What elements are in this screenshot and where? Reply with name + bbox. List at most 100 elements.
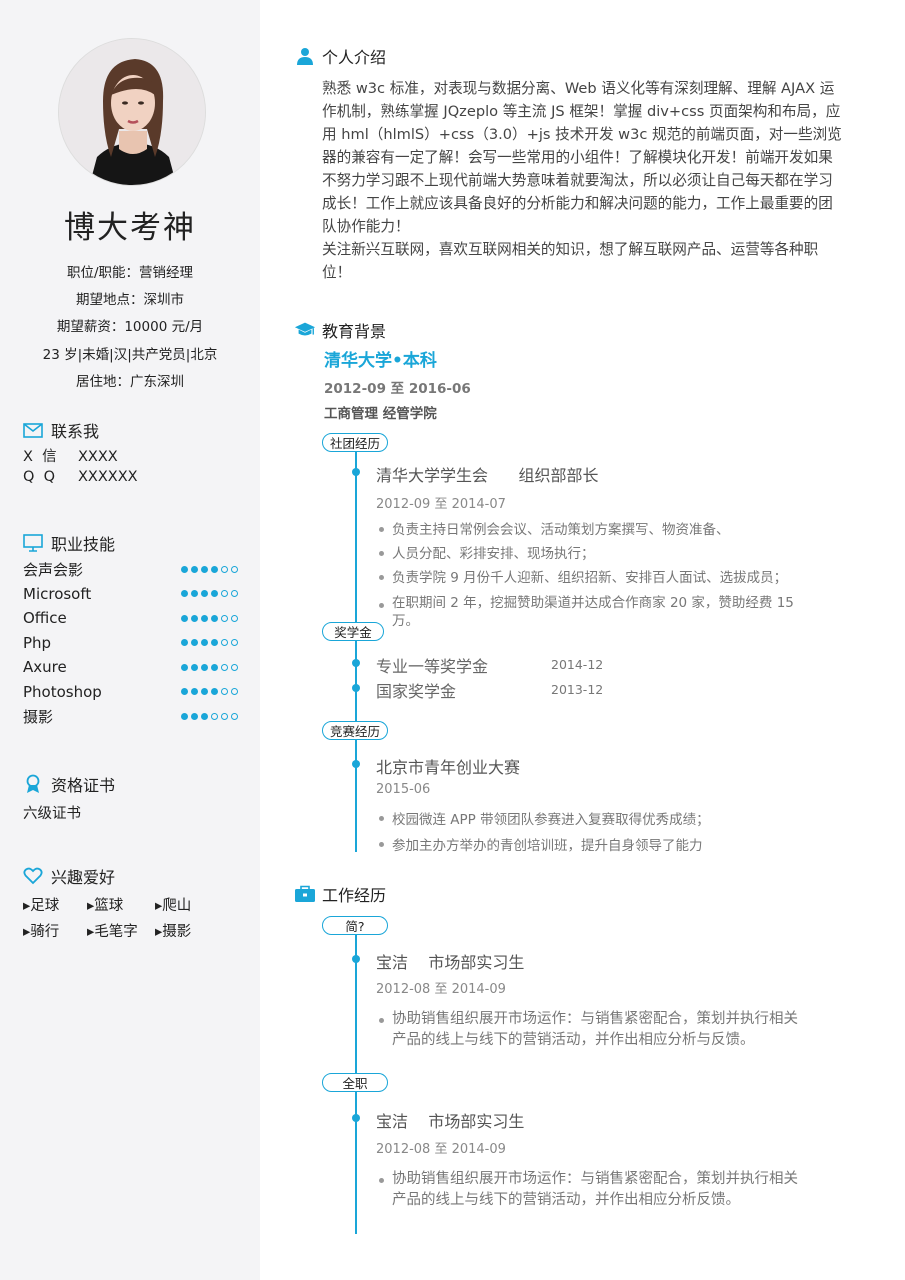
heart-icon [22, 866, 44, 886]
work-title-0: 宝洁 市场部实习生 [376, 953, 525, 972]
skill-dot [211, 663, 218, 671]
contest-bullets: 校园微连 APP 带领团队参赛进入复赛取得优秀成绩； 参加主办方举办的青创培训班… [376, 807, 806, 859]
monitor-icon [22, 533, 44, 553]
hobbies-title: 兴趣爱好 [51, 868, 116, 887]
qq-value: XXXXXX [78, 469, 138, 485]
hobby-item: ▸篮球 [87, 898, 124, 914]
skill-dot [211, 688, 218, 695]
edu-school: 清华大学•本科 [324, 351, 437, 371]
skill-row: Office [23, 607, 238, 629]
work-label: 全职 [322, 1073, 388, 1092]
sidebar: 博大考神 职位/职能：营销经理 期望地点：深圳市 期望薪资：10000 元/月 … [0, 0, 260, 1280]
certificate-item: 六级证书 [23, 806, 81, 822]
skill-dot [231, 688, 238, 695]
hobby-item: ▸毛笔字 [87, 924, 138, 940]
skill-dot [231, 639, 238, 646]
timeline-node [352, 1114, 360, 1122]
skill-name: Office [23, 609, 67, 627]
education-timeline-line [355, 444, 357, 852]
skill-name: 摄影 [23, 707, 54, 726]
work-title: 工作经历 [322, 886, 387, 905]
skills-heading: 职业技能 [22, 531, 115, 555]
skill-dot [231, 614, 238, 622]
hobby-item: ▸骑行 [23, 924, 60, 940]
skill-level-dots [181, 688, 238, 695]
skill-dot [231, 590, 238, 597]
person-icon [294, 46, 316, 66]
intro-title: 个人介绍 [322, 48, 387, 67]
contact-heading: 联系我 [22, 418, 99, 442]
skill-dot [191, 590, 198, 597]
skill-dot [191, 712, 198, 720]
skill-dot [181, 639, 188, 646]
intro-paragraph: 关注新兴互联网，喜欢互联网相关的知识，想了解互联网产品、运营等各种职位！ [322, 241, 819, 281]
skill-name: Axure [23, 658, 67, 676]
skill-dot [181, 614, 188, 622]
work-title-1: 宝洁 市场部实习生 [376, 1112, 525, 1131]
skill-name: Php [23, 633, 52, 652]
scholarship-name: 国家奖学金 [376, 682, 457, 701]
skill-level-dots [181, 565, 238, 573]
skill-row: Photoshop [23, 681, 238, 703]
skill-dot [191, 614, 198, 622]
skill-dot [211, 712, 218, 720]
skill-dot [201, 639, 208, 646]
info-personal: 23 岁|未婚|汉|共产党员|北京 [42, 346, 218, 363]
hobby-item: ▸足球 [23, 898, 60, 914]
bullet-item: 负责主持日常例会会议、活动策划方案撰写、物资准备、 [376, 518, 806, 542]
scholarship-name: 专业一等奖学金 [376, 657, 489, 676]
work-bullets-0: 协助销售组织展开市场运作：与销售紧密配合，策划并执行相关产品的线上与线下的营销活… [376, 1009, 812, 1051]
skill-dot [221, 639, 228, 646]
club-bullets: 负责主持日常例会会议、活动策划方案撰写、物资准备、 人员分配、彩排安排、现场执行… [376, 518, 806, 630]
skill-dot [211, 614, 218, 622]
skill-dot [181, 590, 188, 597]
bullet-item: 协助销售组织展开市场运作：与销售紧密配合，策划并执行相关产品的线上与线下的营销活… [376, 1169, 812, 1211]
education-title: 教育背景 [322, 322, 387, 341]
hobby-item: ▸爬山 [155, 898, 192, 914]
info-position: 职位/职能：营销经理 [66, 265, 194, 281]
skill-dot [191, 565, 198, 573]
intro-paragraph: 熟悉 w3c 标准，对表现与数据分离、Web 语义化等有深刻理解、理解 AJAX… [322, 80, 842, 235]
skill-dot [211, 590, 218, 597]
skill-dot [201, 712, 208, 720]
skill-dot [221, 663, 228, 671]
skill-dot [221, 590, 228, 597]
bullet-item: 负责学院 9 月份千人迎新、组织招新、安排百人面试、选拔成员； [376, 566, 806, 590]
skill-dot [211, 639, 218, 646]
bullet-item: 在职期间 2 年，挖掘赞助渠道并达成合作商家 20 家，赞助经费 15 万。 [376, 594, 796, 630]
club-title: 清华大学学生会 组织部部长 [376, 466, 599, 485]
intro-text: 熟悉 w3c 标准，对表现与数据分离、Web 语义化等有深刻理解、理解 AJAX… [322, 77, 844, 284]
skill-name: Photoshop [23, 682, 102, 701]
skill-row: Microsoft [23, 583, 238, 605]
timeline-node [352, 760, 360, 768]
skill-level-dots [181, 663, 238, 671]
skill-dot [201, 663, 208, 671]
edu-major: 工商管理 经管学院 [324, 406, 437, 422]
qq-label: Q Q [23, 469, 56, 485]
skill-dot [231, 712, 238, 720]
bullet-item: 协助销售组织展开市场运作：与销售紧密配合，策划并执行相关产品的线上与线下的营销活… [376, 1009, 812, 1051]
skill-dot [181, 663, 188, 671]
skills-title: 职业技能 [51, 535, 116, 554]
edu-date: 2012-09 至 2016-06 [324, 381, 471, 397]
skill-dot [221, 688, 228, 695]
timeline-node [352, 659, 360, 667]
skill-dot [201, 688, 208, 695]
contest-title: 北京市青年创业大赛 [376, 758, 521, 777]
skill-row: 摄影 [23, 705, 238, 727]
skill-dot [221, 712, 228, 720]
club-date: 2012-09 至 2014-07 [376, 497, 506, 512]
contest-date: 2015-06 [376, 782, 431, 797]
info-salary: 期望薪资：10000 元/月 [56, 319, 204, 336]
skill-dot [201, 565, 208, 573]
scholarship-label: 奖学金 [322, 622, 384, 641]
bullet-item: 参加主办方举办的青创培训班，提升自身领导了能力 [376, 833, 806, 859]
work-date-1: 2012-08 至 2014-09 [376, 1142, 506, 1157]
skill-dot [231, 565, 238, 573]
skill-level-dots [181, 712, 238, 720]
work-date-0: 2012-08 至 2014-09 [376, 982, 506, 997]
profile-info: 职位/职能：营销经理 期望地点：深圳市 期望薪资：10000 元/月 23 岁|… [0, 260, 260, 396]
skill-dot [181, 565, 188, 573]
timeline-node [352, 468, 360, 476]
